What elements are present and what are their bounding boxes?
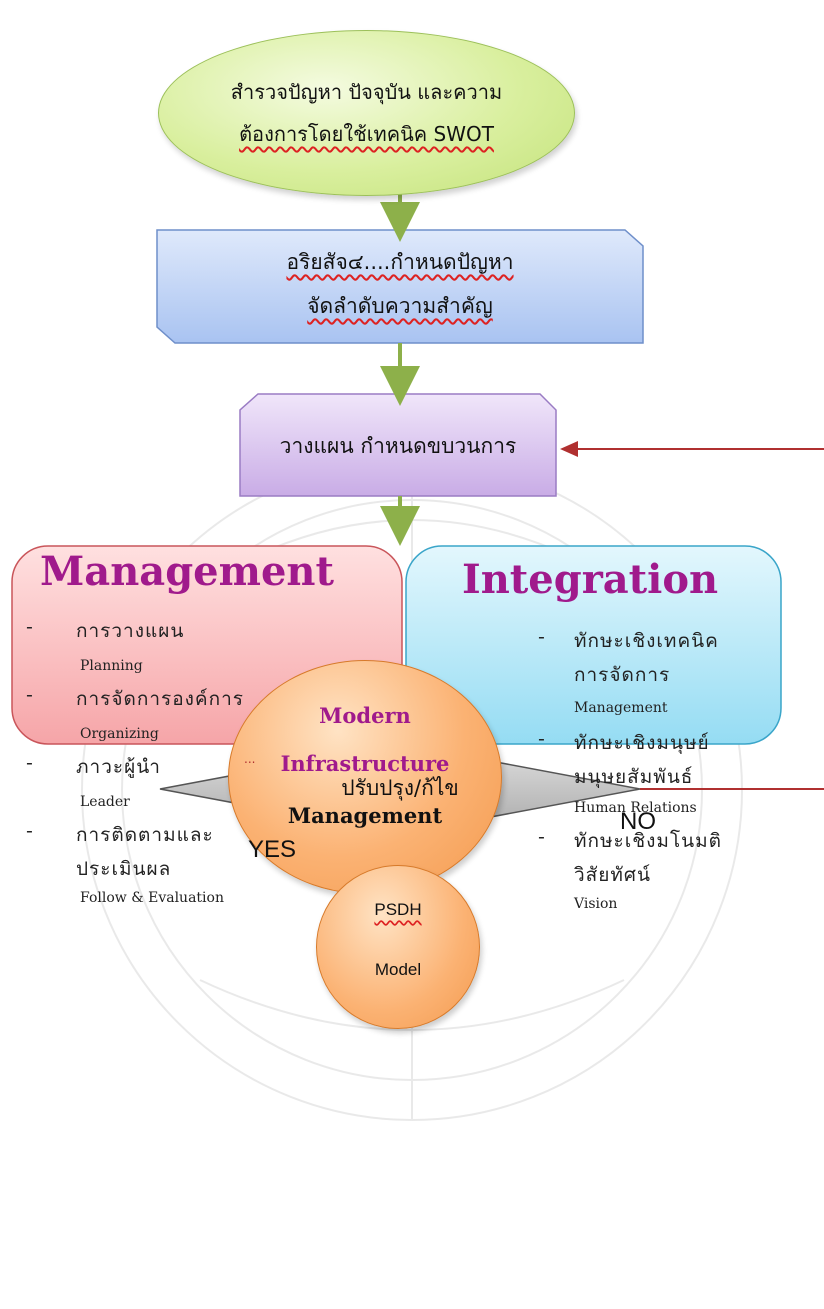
management-item: - การติดตามและ (18, 820, 298, 854)
integration-item-en-row: Human Relations (530, 796, 770, 826)
problem-box: อริยสัจ๔....กำหนดปัญหา จัดลำดับความสำคัญ (157, 240, 643, 328)
management-item-en-row: Follow & Evaluation (18, 888, 298, 918)
problem-box-shape (156, 229, 644, 344)
bullet-dash: - (538, 626, 545, 648)
center-line-1: Modern (319, 703, 411, 728)
integration-item-en: Vision (574, 896, 618, 912)
integration-item-th: ทักษะเชิงมโนมติ (574, 830, 723, 852)
plan-label: วางแผน กำหนดขบวนการ (279, 434, 517, 458)
management-item: - การจัดการองค์การ (18, 684, 298, 718)
bullet-dash: - (26, 616, 33, 638)
management-item-en: Follow & Evaluation (80, 890, 224, 906)
management-item-th: ภาวะผู้นำ (76, 756, 161, 778)
decision-label: ปรับปรุง/ก้ไข (341, 776, 459, 800)
problem-line-1: อริยสัจ๔....กำหนดปัญหา (286, 250, 514, 274)
management-item-th: การวางแผน (76, 620, 185, 642)
feedback-arrowhead (560, 441, 578, 457)
bullet-dash: - (26, 684, 33, 706)
center-ellipse: Modern Infrastructure Management (228, 660, 502, 894)
center-line-3: Management (287, 803, 443, 828)
integration-item-en-row: Vision (530, 894, 770, 924)
management-item-en: Planning (80, 658, 143, 674)
management-item-en-row: Organizing (18, 718, 298, 752)
integration-item-en-row: Management (530, 694, 770, 728)
psdh-line-1: PSDH (374, 900, 422, 919)
management-item-en: Organizing (80, 726, 159, 742)
management-item: - ภาวะผู้นำ (18, 752, 298, 786)
management-item: - การวางแผน (18, 616, 298, 650)
plan-box-shape (239, 393, 557, 497)
yes-label: YES (248, 836, 297, 863)
bullet-dash: - (538, 826, 545, 848)
management-item-en-row: Leader (18, 786, 298, 820)
integration-title: Integration (462, 556, 719, 603)
integration-item: - ทักษะเชิงมโนมติ (530, 826, 770, 860)
plan-box: วางแผน กำหนดขบวนการ (240, 424, 556, 468)
psdh-model-circle: PSDH Model (316, 865, 480, 1029)
integration-item-th2: มนุษยสัมพันธ์ (574, 766, 694, 788)
integration-item-th: ทักษะเชิงเทคนิค (574, 630, 719, 652)
management-item-th2: ประเมินผล (76, 858, 172, 880)
psdh-line-2: Model (374, 960, 422, 979)
management-title: Management (40, 548, 334, 595)
decision-dots: ... (244, 752, 256, 766)
integration-item: - ทักษะเชิงมนุษย์ (530, 728, 770, 762)
integration-item-en: Human Relations (574, 800, 697, 816)
management-item-en-row: Planning (18, 650, 298, 684)
survey-ellipse: สำรวจปัญหา ปัจจุบัน และความ ต้องการโดยใช… (158, 30, 575, 196)
integration-item-th2-row: มนุษยสัมพันธ์ (530, 762, 770, 796)
integration-item: - ทักษะเชิงเทคนิค (530, 626, 770, 660)
no-label: NO (620, 808, 656, 835)
survey-line-1: สำรวจปัญหา ปัจจุบัน และความ (230, 80, 503, 104)
bullet-dash: - (538, 728, 545, 750)
integration-item-th: ทักษะเชิงมนุษย์ (574, 732, 710, 754)
management-item-th2-row: ประเมินผล (18, 854, 298, 888)
integration-item-th2: การจัดการ (574, 664, 671, 686)
integration-item-th2: วิสัยทัศน์ (574, 864, 651, 886)
survey-line-2: ต้องการโดยใช้เทคนิค SWOT (239, 122, 494, 146)
integration-box-shape (405, 545, 782, 745)
problem-line-2: จัดลำดับความสำคัญ (307, 294, 493, 318)
integration-list: - ทักษะเชิงเทคนิค การจัดการ Management -… (530, 626, 770, 924)
integration-item-th2-row: การจัดการ (530, 660, 770, 694)
management-item-th: การติดตามและ (76, 824, 214, 846)
integration-item-en: Management (574, 700, 668, 716)
management-list: - การวางแผน Planning - การจัดการองค์การ … (18, 616, 298, 918)
bullet-dash: - (26, 820, 33, 842)
management-item-en: Leader (80, 794, 130, 810)
center-line-2: Infrastructure (280, 751, 450, 776)
bullet-dash: - (26, 752, 33, 774)
management-item-th: การจัดการองค์การ (76, 688, 245, 710)
integration-item-th2-row: วิสัยทัศน์ (530, 860, 770, 894)
